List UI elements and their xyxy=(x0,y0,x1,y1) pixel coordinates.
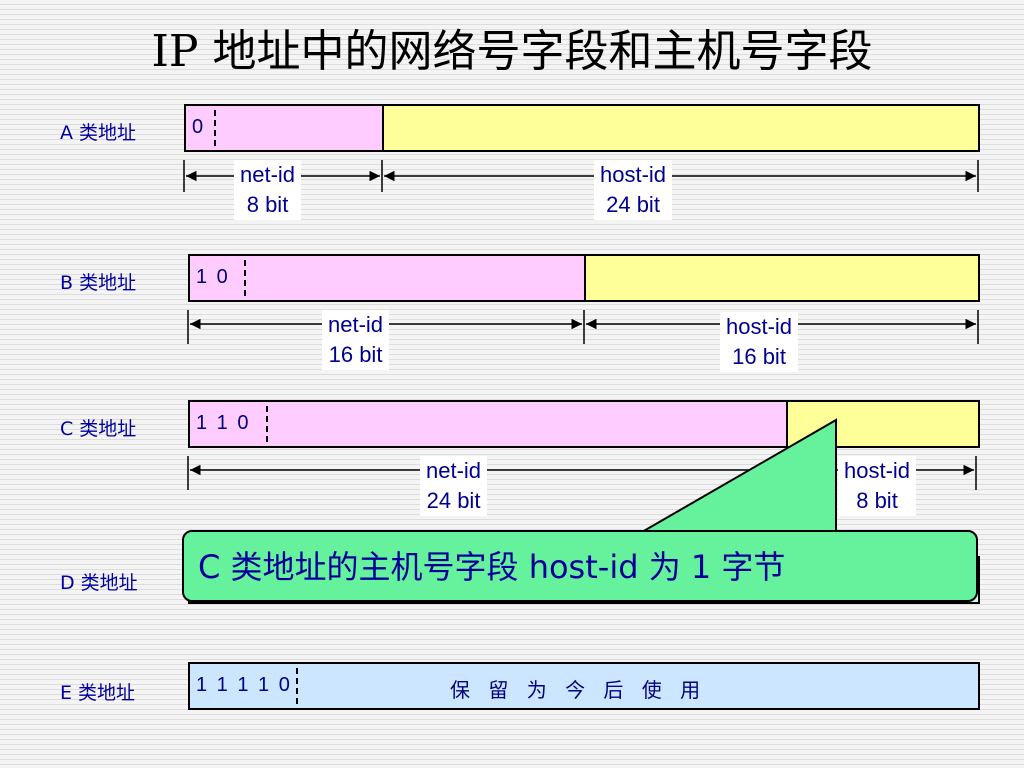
class-c-prefix-bits: 1 1 0 xyxy=(196,412,251,434)
page-title: IP 地址中的网络号字段和主机号字段 xyxy=(151,26,873,77)
class-b-host-field xyxy=(586,256,978,300)
class-b-bar: 1 0 xyxy=(188,254,980,302)
class-c-label: C 类地址 xyxy=(60,418,137,440)
class-b-divider xyxy=(584,256,586,300)
callout-text: C 类地址的主机号字段 host-id 为 1 字节 xyxy=(198,548,786,586)
class-c-divider xyxy=(786,402,788,446)
class-b-prefix-bits: 1 0 xyxy=(196,266,230,288)
callout-box: C 类地址的主机号字段 host-id 为 1 字节 xyxy=(182,530,978,602)
class-e-reserved-text: 保 留 为 今 后 使 用 xyxy=(450,678,707,702)
class-b-net-field xyxy=(190,256,586,300)
class-c-prefix-dash xyxy=(266,406,268,442)
class-a-host-field xyxy=(384,106,978,150)
class-e-prefix-bits: 1 1 1 1 0 xyxy=(196,674,292,696)
class-e-bar: 1 1 1 1 0 保 留 为 今 后 使 用 xyxy=(188,662,980,710)
class-b-label: B 类地址 xyxy=(60,272,137,294)
class-a-prefix-dash xyxy=(214,110,216,146)
class-e-prefix-dash xyxy=(296,668,298,704)
class-d-label: D 类地址 xyxy=(60,572,138,594)
class-b-prefix-dash xyxy=(244,260,246,296)
class-a-label: A 类地址 xyxy=(60,122,137,144)
class-a-bar: 0 xyxy=(184,104,980,152)
class-c-bar: 1 1 0 xyxy=(188,400,980,448)
class-c-net-field xyxy=(190,402,788,446)
class-e-field xyxy=(190,664,978,708)
class-a-prefix-bits: 0 xyxy=(192,116,206,138)
class-e-label: E 类地址 xyxy=(60,682,136,704)
class-a-divider xyxy=(382,106,384,150)
class-a-net-field xyxy=(186,106,384,150)
